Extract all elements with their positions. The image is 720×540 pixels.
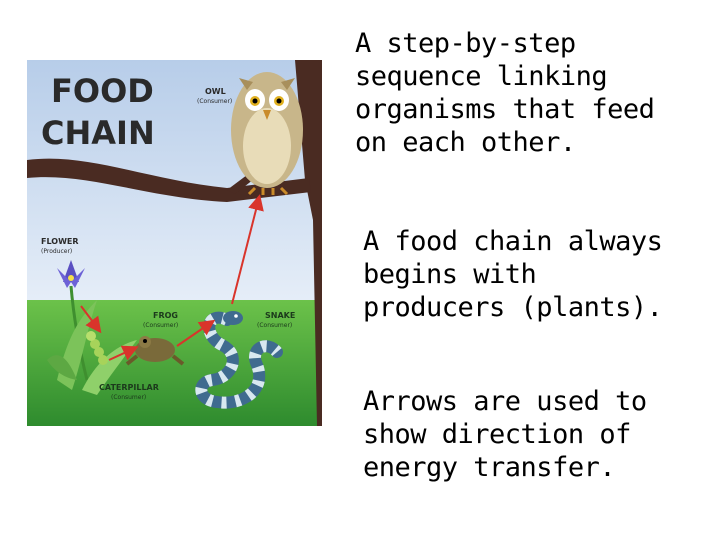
caterpillar-role-label: (Consumer) xyxy=(111,394,146,401)
caterpillar-label: CATERPILLAR xyxy=(99,383,159,392)
arrow-frog-to-snake xyxy=(176,319,216,347)
bullet-producers: A food chain always begins with producer… xyxy=(363,226,663,323)
flower-icon xyxy=(57,260,89,381)
food-chain-diagram: FOOD CHAIN OWL (Consumer) FLOWER (Produc… xyxy=(27,60,322,426)
owl-label: OWL xyxy=(205,87,226,96)
arrow-caterpillar-to-frog xyxy=(108,345,139,361)
flower-role-label: (Producer) xyxy=(41,248,72,255)
bullet-definition: A step-by-step sequence linking organism… xyxy=(355,28,655,158)
food-chain-illustration: FOOD CHAIN OWL (Consumer) FLOWER (Produc… xyxy=(27,60,322,426)
snake-role-label: (Consumer) xyxy=(257,322,292,329)
frog-role-label: (Consumer) xyxy=(143,322,178,329)
owl-icon xyxy=(231,72,303,196)
diagram-title-line1: FOOD xyxy=(51,72,154,110)
snake-label: SNAKE xyxy=(265,311,295,320)
owl-role-label: (Consumer) xyxy=(197,98,232,105)
frog-label: FROG xyxy=(153,311,178,320)
caterpillar-icon xyxy=(86,331,108,365)
diagram-title-line2: CHAIN xyxy=(41,114,155,152)
tree-branch xyxy=(27,158,311,202)
bullet-arrows: Arrows are used to show direction of ene… xyxy=(363,386,647,483)
tree-trunk xyxy=(295,60,322,426)
arrow-snake-to-owl xyxy=(231,194,264,305)
flower-label: FLOWER xyxy=(41,237,79,246)
arrow-flower-to-caterpillar xyxy=(80,305,102,334)
snake-icon xyxy=(195,311,283,409)
